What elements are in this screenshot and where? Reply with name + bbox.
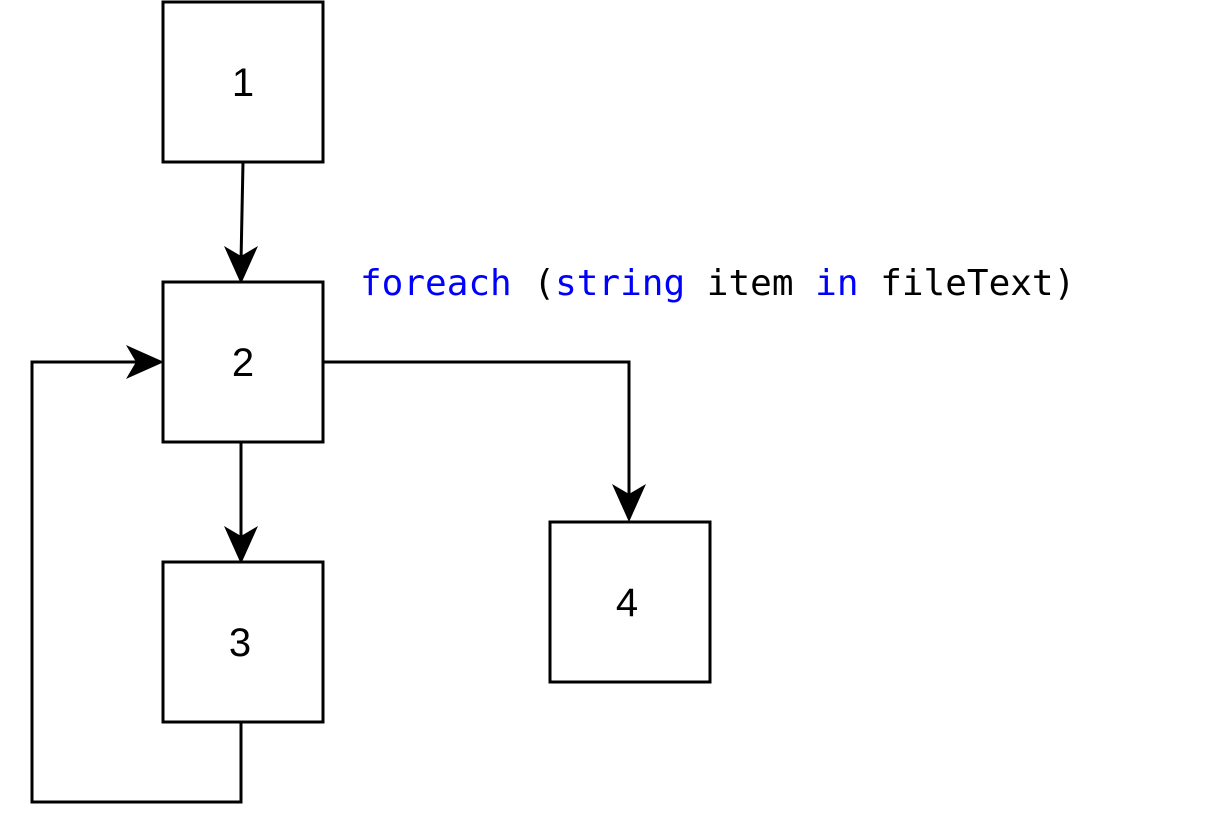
loop-code-label: foreach (string item in fileText) xyxy=(360,263,1075,304)
edges xyxy=(30,161,646,804)
node-1: 1 xyxy=(161,0,325,164)
keyword-in: in xyxy=(815,263,858,304)
node-2: 2 xyxy=(161,280,325,444)
node-3-label: 3 xyxy=(229,621,251,665)
arrowhead-2-to-4 xyxy=(612,484,646,522)
edge-1-to-2 xyxy=(239,161,245,263)
node-3: 3 xyxy=(161,560,325,724)
code-filetext: fileText) xyxy=(859,263,1076,304)
node-4-box xyxy=(548,520,712,684)
code-item: item xyxy=(685,263,815,304)
code-open-paren: ( xyxy=(512,263,555,304)
keyword-string: string xyxy=(555,263,685,304)
edge-2-to-4 xyxy=(323,360,631,500)
node-1-box xyxy=(161,0,325,164)
arrowhead-2-to-3 xyxy=(224,526,258,564)
edge-3-to-2-loop xyxy=(30,360,243,804)
keyword-foreach: foreach xyxy=(360,263,512,304)
arrowhead-3-to-2 xyxy=(126,345,164,379)
node-2-box xyxy=(161,280,325,444)
node-4-label: 4 xyxy=(616,581,638,625)
node-2-label: 2 xyxy=(232,341,254,385)
node-1-label: 1 xyxy=(232,61,254,105)
node-3-box xyxy=(161,560,325,724)
node-4: 4 xyxy=(548,520,712,684)
arrowhead-1-to-2 xyxy=(224,246,258,284)
